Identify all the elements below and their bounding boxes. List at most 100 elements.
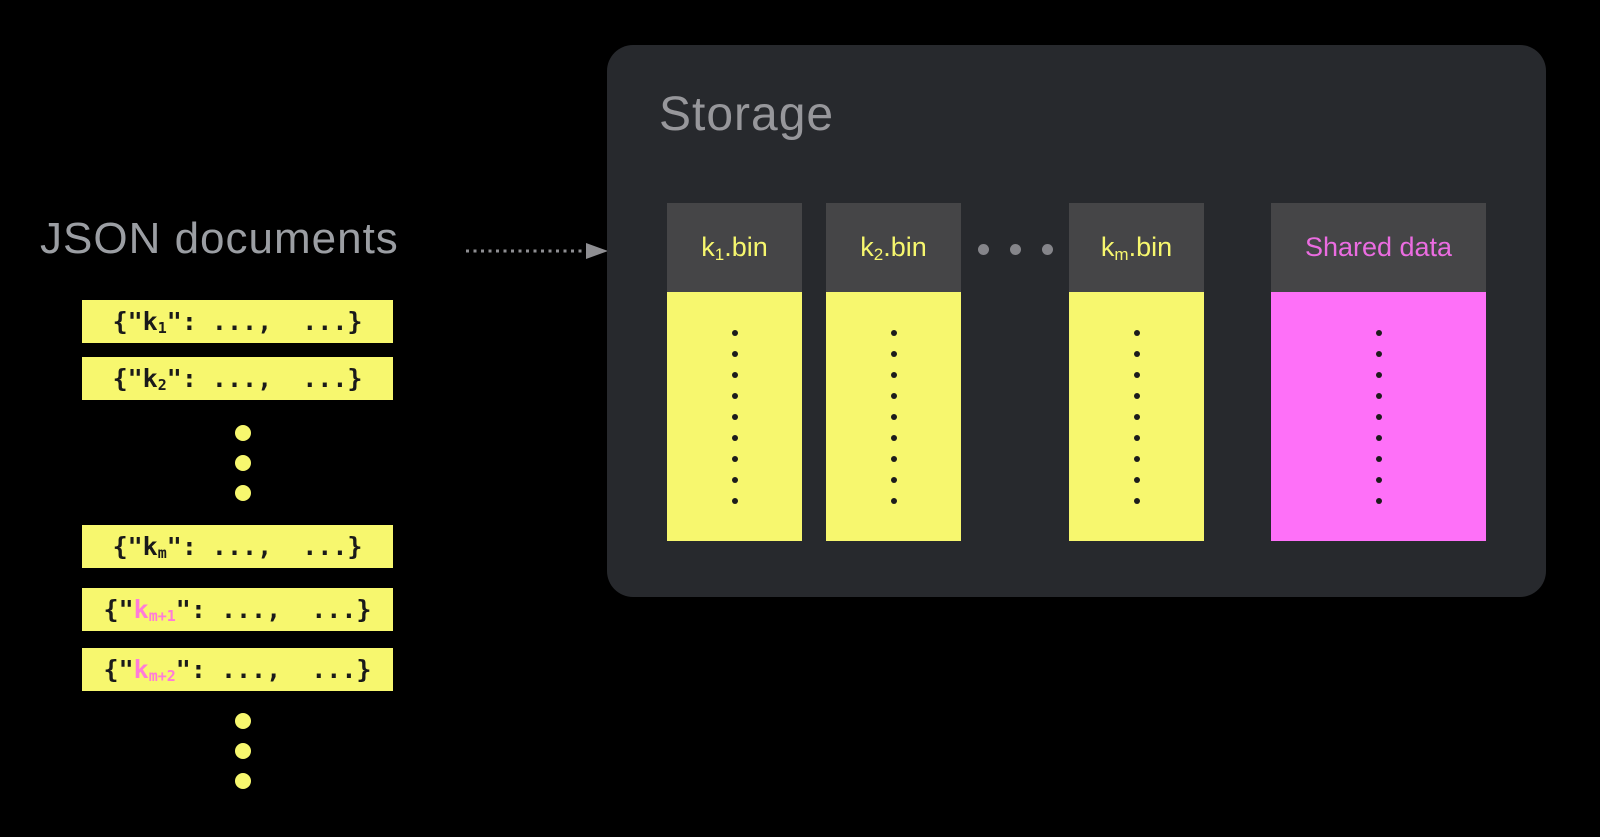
dot — [890, 455, 897, 462]
dot — [1375, 371, 1382, 378]
doc-key-subscript: m — [157, 544, 167, 562]
dot — [731, 434, 738, 441]
column-body-k1 — [667, 292, 802, 541]
dot — [890, 392, 897, 399]
doc-open: {" — [112, 364, 143, 393]
doc-key-subscript-highlighted: m+1 — [148, 607, 176, 625]
column-header-k1-bin: k1.bin — [667, 203, 802, 292]
doc-key: k — [142, 532, 158, 561]
storage-column-shared-data: Shared data — [1271, 203, 1486, 541]
dot — [1133, 497, 1140, 504]
bin-key-subscript: m — [1114, 245, 1129, 264]
doc-key-subscript: 2 — [157, 376, 167, 394]
json-document-bar-km: {"km": ..., ...} — [82, 525, 393, 568]
bin-key: k — [701, 232, 715, 262]
doc-open: {" — [112, 307, 143, 336]
dot — [235, 425, 251, 441]
ellipsis-dots-between-documents — [235, 425, 251, 501]
storage-column-k1: k1.bin — [667, 203, 802, 541]
dot — [1375, 434, 1382, 441]
bin-suffix: .bin — [1128, 232, 1173, 262]
ellipsis-dots-between-columns — [978, 244, 1053, 255]
storage-title: Storage — [659, 88, 835, 141]
dot — [890, 476, 897, 483]
dot — [1375, 497, 1382, 504]
json-document-bar-k1: {"k1": ..., ...} — [82, 300, 393, 343]
dot — [890, 371, 897, 378]
dot — [235, 773, 251, 789]
dot — [978, 244, 989, 255]
doc-open: {" — [112, 532, 143, 561]
column-body-shared-data — [1271, 292, 1486, 541]
bin-key: k — [860, 232, 874, 262]
dot — [235, 713, 251, 729]
column-header-k2-bin: k2.bin — [826, 203, 961, 292]
dot — [1375, 350, 1382, 357]
dot — [890, 350, 897, 357]
bin-suffix: .bin — [724, 232, 768, 262]
dot — [1042, 244, 1053, 255]
doc-rest: ": ..., ...} — [175, 655, 372, 684]
doc-rest: ": ..., ...} — [175, 595, 372, 624]
dot — [731, 476, 738, 483]
doc-rest: ": ..., ...} — [166, 532, 363, 561]
storage-column-k2: k2.bin — [826, 203, 961, 541]
storage-column-km: km.bin — [1069, 203, 1204, 541]
dot — [1133, 476, 1140, 483]
dot — [731, 350, 738, 357]
dot — [1133, 350, 1140, 357]
dot — [1375, 329, 1382, 336]
dot — [1133, 455, 1140, 462]
dot — [1133, 329, 1140, 336]
dot — [235, 485, 251, 501]
doc-key-highlighted: k — [133, 655, 149, 684]
bin-suffix: .bin — [883, 232, 927, 262]
bin-key-subscript: 1 — [714, 245, 725, 264]
ellipsis-dots-bottom-documents — [235, 713, 251, 789]
doc-key: k — [142, 364, 158, 393]
column-header-shared-data: Shared data — [1271, 203, 1486, 292]
dot — [731, 413, 738, 420]
dot — [731, 371, 738, 378]
dot — [1133, 413, 1140, 420]
column-body-km — [1069, 292, 1204, 541]
dot — [890, 413, 897, 420]
dot — [731, 329, 738, 336]
arrow-json-to-storage — [462, 240, 612, 267]
column-header-km-bin: km.bin — [1069, 203, 1204, 292]
bin-key-subscript: 2 — [873, 245, 884, 264]
dot — [890, 497, 897, 504]
dot — [235, 455, 251, 471]
doc-key-subscript: 1 — [157, 319, 167, 337]
dot — [1375, 455, 1382, 462]
column-body-k2 — [826, 292, 961, 541]
doc-key: k — [142, 307, 158, 336]
dot — [731, 392, 738, 399]
doc-key-highlighted: k — [133, 595, 149, 624]
dot — [731, 455, 738, 462]
dot — [1010, 244, 1021, 255]
doc-key-subscript-highlighted: m+2 — [148, 667, 176, 685]
dot — [1133, 371, 1140, 378]
doc-rest: ": ..., ...} — [166, 307, 363, 336]
dot — [1133, 392, 1140, 399]
dot — [235, 743, 251, 759]
shared-data-label: Shared data — [1304, 232, 1453, 262]
dot — [890, 329, 897, 336]
dot — [1375, 392, 1382, 399]
arrow-icon — [466, 243, 608, 259]
doc-open: {" — [103, 655, 134, 684]
json-document-bar-km2: {"km+2": ..., ...} — [82, 648, 393, 691]
doc-open: {" — [103, 595, 134, 624]
dot — [890, 434, 897, 441]
dot — [731, 497, 738, 504]
json-document-bar-km1: {"km+1": ..., ...} — [82, 588, 393, 631]
doc-rest: ": ..., ...} — [166, 364, 363, 393]
bin-key: k — [1100, 232, 1115, 262]
dot — [1375, 413, 1382, 420]
dot — [1375, 476, 1382, 483]
storage-box: Storage k1.bin k2.bin km.bin Shared data — [607, 45, 1546, 597]
dot — [1133, 434, 1140, 441]
json-documents-title: JSON documents — [40, 214, 399, 263]
